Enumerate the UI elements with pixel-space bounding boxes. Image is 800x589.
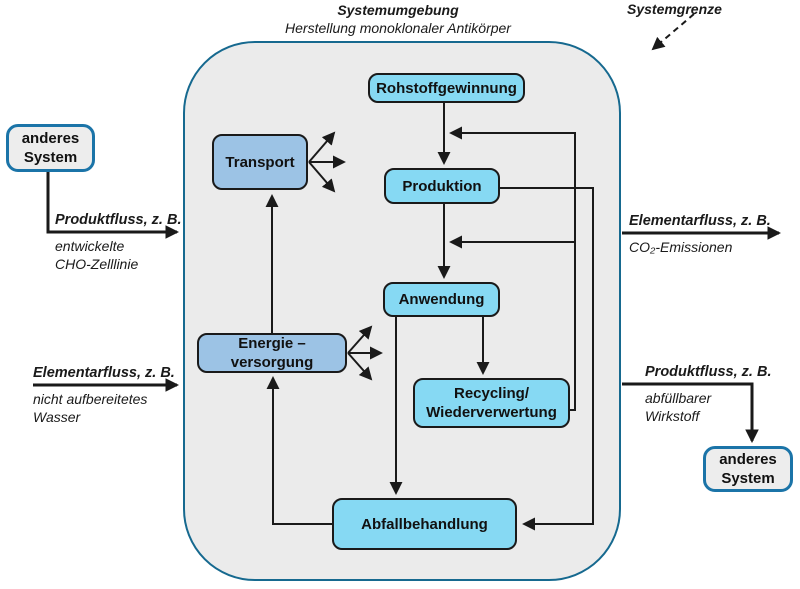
arrow-transport-fan-down — [308, 161, 336, 193]
flow-desc-line2: Wasser — [33, 409, 81, 425]
system-environment-title: Systemumgebung — [337, 2, 459, 18]
flow-desc-produktfluss-out: abfüllbarer Wirkstoff — [645, 389, 711, 425]
process-label-line1: Recycling/ — [453, 385, 530, 402]
external-system-line1: anderes — [21, 130, 80, 147]
flow-desc-line1: nicht aufbereitetes — [33, 391, 148, 407]
process-box-produktion: Produktion — [384, 168, 500, 204]
flow-desc-produktfluss-in: entwickelte CHO-Zelllinie — [55, 237, 138, 273]
arrow-produktion-to-abfallbehandlung — [500, 187, 594, 531]
process-label-line2: versorgung — [230, 354, 314, 371]
external-system-line2: System — [23, 149, 78, 166]
external-system-line1: anderes — [719, 451, 777, 468]
external-system-box-right: anderes System — [703, 446, 793, 492]
diagram-title-block: Systemumgebung Herstellung monoklonaler … — [238, 2, 558, 36]
process-label: Produktion — [402, 177, 482, 195]
systemgrenze-pointer-arrow — [651, 13, 695, 51]
flow-desc-elementarfluss-out: CO₂-Emissionen — [629, 238, 732, 256]
arrow-produktfluss-in — [46, 172, 180, 239]
system-boundary-label: Systemgrenze — [627, 1, 722, 17]
flow-desc-elementarfluss-in: nicht aufbereitetes Wasser — [33, 390, 147, 426]
process-box-energieversorgung: Energie – versorgung — [197, 333, 347, 373]
arrow-abfallbehandlung-to-energieversorgung — [266, 376, 332, 525]
flow-desc-line1: CO₂-Emissionen — [629, 239, 733, 255]
flow-desc-line2: Wirkstoff — [645, 408, 700, 424]
process-box-transport: Transport — [212, 134, 308, 190]
flow-desc-line2: CHO-Zelllinie — [55, 256, 139, 272]
arrow-produktfluss-out — [622, 382, 759, 444]
process-box-abfallbehandlung: Abfallbehandlung — [332, 498, 517, 550]
process-box-recycling: Recycling/ Wiederverwertung — [413, 378, 570, 428]
system-environment-subtitle: Herstellung monoklonaler Antikörper — [285, 20, 511, 36]
flow-desc-line1: entwickelte — [55, 238, 125, 254]
process-box-rohstoffgewinnung: Rohstoffgewinnung — [368, 73, 525, 103]
process-label-line1: Energie – — [238, 335, 306, 352]
arrow-recycling-feedback-to-produktion — [449, 126, 576, 411]
process-label-line2: Wiederverwertung — [426, 404, 557, 421]
flow-label-produktfluss-out: Produktfluss, z. B. — [645, 364, 772, 380]
flow-label-elementarfluss-out: Elementarfluss, z. B. — [629, 213, 771, 229]
process-label: Abfallbehandlung — [361, 515, 488, 533]
external-system-line2: System — [721, 470, 775, 487]
process-box-anwendung: Anwendung — [383, 282, 500, 317]
flow-label-elementarfluss-in: Elementarfluss, z. B. — [33, 365, 175, 381]
external-system-box-left: anderes System — [6, 124, 95, 172]
arrow-energie-fan-down — [347, 352, 373, 381]
process-label: Rohstoffgewinnung — [376, 79, 517, 97]
flow-label-produktfluss-in: Produktfluss, z. B. — [55, 212, 182, 228]
flow-desc-line1: abfüllbarer — [645, 390, 712, 406]
process-label: Transport — [225, 153, 295, 171]
arrow-energie-fan-up — [347, 325, 373, 354]
process-label: Anwendung — [398, 291, 485, 308]
arrow-transport-fan-up — [308, 131, 336, 163]
